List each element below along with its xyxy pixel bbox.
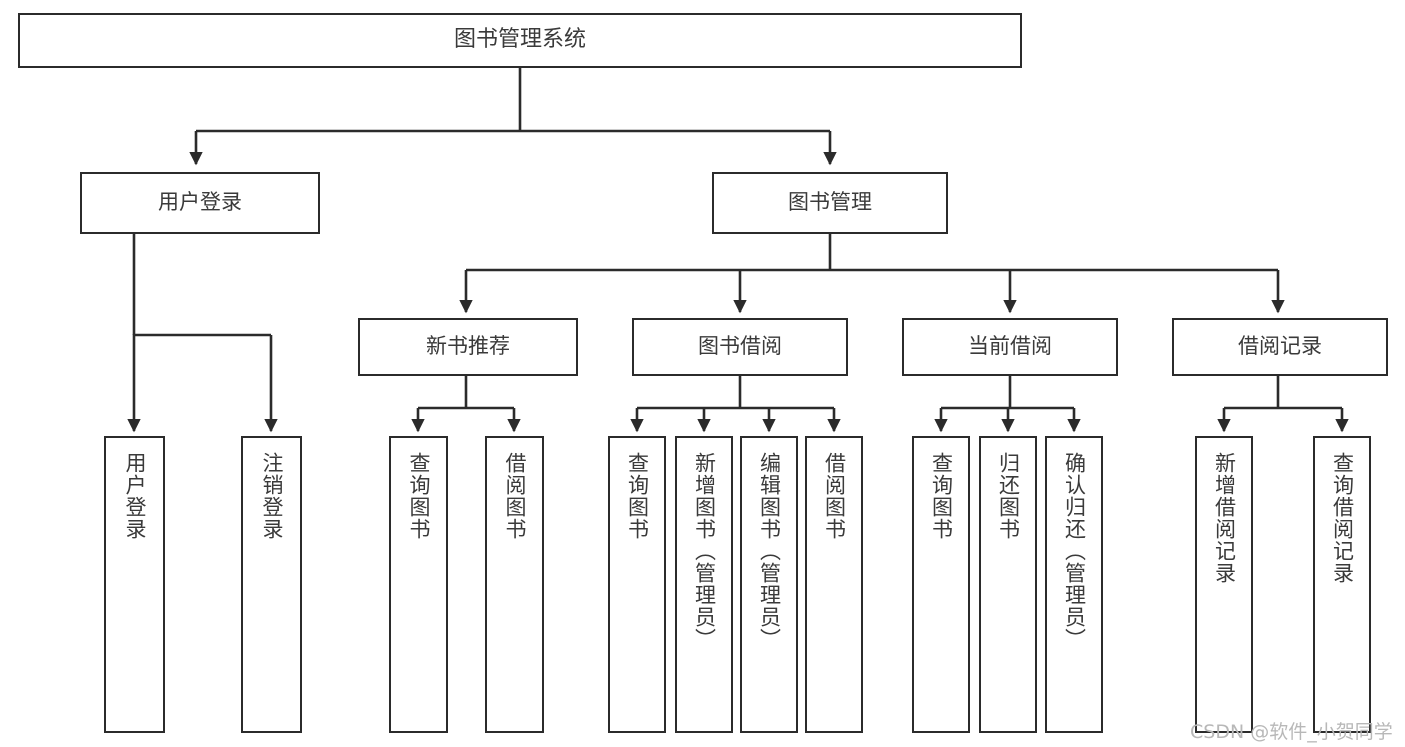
node-leaf-edit-book-admin-label: 编辑图书（管理员） (757, 452, 782, 650)
node-leaf-add-borrow-record[interactable]: 新增借阅记录 (1195, 436, 1253, 733)
node-user-login-label: 用户登录 (158, 190, 242, 215)
node-leaf-query-book-2-label: 查询图书 (625, 452, 650, 540)
node-leaf-query-book-1-label: 查询图书 (407, 452, 431, 540)
node-new-book-recommend[interactable]: 新书推荐 (358, 318, 578, 376)
node-leaf-logout-login[interactable]: 注销登录 (241, 436, 302, 733)
node-leaf-borrow-book-1[interactable]: 借阅图书 (485, 436, 544, 733)
node-leaf-borrow-book-1-label: 借阅图书 (503, 452, 527, 540)
node-leaf-query-book-2[interactable]: 查询图书 (608, 436, 666, 733)
node-leaf-borrow-book-2[interactable]: 借阅图书 (805, 436, 863, 733)
node-leaf-add-borrow-record-label: 新增借阅记录 (1212, 452, 1237, 584)
node-current-borrow[interactable]: 当前借阅 (902, 318, 1118, 376)
node-leaf-edit-book-admin[interactable]: 编辑图书（管理员） (740, 436, 798, 733)
node-leaf-query-book-1[interactable]: 查询图书 (389, 436, 448, 733)
node-leaf-logout-login-label: 注销登录 (260, 452, 284, 540)
csdn-watermark: CSDN @软件_小贺同学 (1190, 721, 1393, 743)
node-book-manage[interactable]: 图书管理 (712, 172, 948, 234)
node-root[interactable]: 图书管理系统 (18, 13, 1022, 68)
node-leaf-return-book[interactable]: 归还图书 (979, 436, 1037, 733)
node-leaf-confirm-return-admin[interactable]: 确认归还（管理员） (1045, 436, 1103, 733)
node-leaf-return-book-label: 归还图书 (996, 452, 1021, 540)
node-leaf-confirm-return-admin-label: 确认归还（管理员） (1062, 452, 1087, 650)
node-leaf-user-login-label: 用户登录 (123, 452, 147, 540)
node-leaf-borrow-book-2-label: 借阅图书 (822, 452, 847, 540)
node-current-borrow-label: 当前借阅 (968, 334, 1052, 359)
node-book-borrow[interactable]: 图书借阅 (632, 318, 848, 376)
node-leaf-add-book-admin-label: 新增图书（管理员） (692, 452, 717, 650)
node-book-borrow-label: 图书借阅 (698, 334, 782, 359)
node-book-manage-label: 图书管理 (788, 190, 872, 215)
node-new-book-recommend-label: 新书推荐 (426, 334, 510, 359)
node-leaf-query-borrow-record-label: 查询借阅记录 (1330, 452, 1355, 584)
node-borrow-record-label: 借阅记录 (1238, 334, 1322, 359)
node-root-label: 图书管理系统 (453, 27, 586, 53)
node-leaf-query-book-3-label: 查询图书 (929, 452, 954, 540)
node-leaf-add-book-admin[interactable]: 新增图书（管理员） (675, 436, 733, 733)
node-borrow-record[interactable]: 借阅记录 (1172, 318, 1388, 376)
node-user-login[interactable]: 用户登录 (80, 172, 320, 234)
node-leaf-query-book-3[interactable]: 查询图书 (912, 436, 970, 733)
node-leaf-query-borrow-record[interactable]: 查询借阅记录 (1313, 436, 1371, 733)
node-leaf-user-login[interactable]: 用户登录 (104, 436, 165, 733)
